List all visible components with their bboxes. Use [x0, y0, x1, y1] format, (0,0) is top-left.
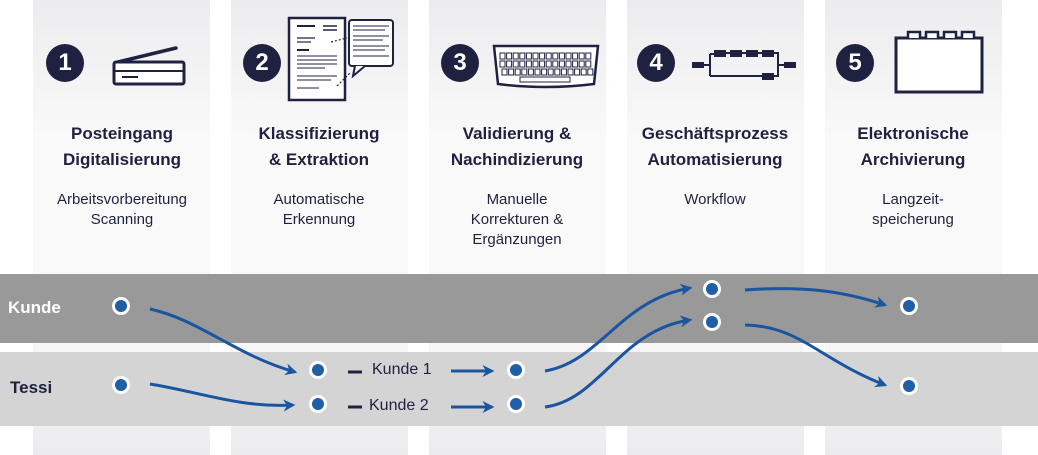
step-title-5: Elektronische Archivierung	[857, 124, 969, 169]
step-subtitle-4: Workflow	[684, 191, 746, 208]
step-subtitle-3: Manuelle Korrekturen & Ergänzungen	[470, 191, 564, 248]
node-step3-kunde2	[507, 395, 525, 413]
step-number-3: 3	[441, 44, 479, 82]
scanner-icon	[112, 46, 186, 86]
node-step2-kunde1	[309, 361, 327, 379]
archive-icon	[894, 30, 984, 94]
step-number-2: 2	[243, 44, 281, 82]
node-step2-kunde2	[309, 395, 327, 413]
node-kunde-start	[112, 297, 130, 315]
step-number-1: 1	[46, 44, 84, 82]
step-number-5: 5	[836, 44, 874, 82]
node-step4-top	[703, 280, 721, 298]
step-title-2: Klassifizierung & Extraktion	[258, 124, 380, 169]
document-icon	[287, 16, 394, 102]
step-title-3: Validierung & Nachindizierung	[450, 124, 584, 169]
lane-label-tessi: Tessi	[10, 378, 53, 397]
node-step5-kunde	[900, 297, 918, 315]
flow-label-kunde-2: Kunde 2	[369, 397, 429, 414]
step-subtitle-1: Arbeitsvorbereitung Scanning	[56, 191, 188, 228]
step-title-4: Geschäftsprozess Automatisierung	[641, 124, 789, 169]
flow-label-kunde-1: Kunde 1	[372, 361, 432, 378]
step-number-4: 4	[637, 44, 675, 82]
workflow-icon	[692, 50, 796, 80]
keyboard-icon	[492, 44, 600, 89]
step-title-1: Posteingang Digitalisierung	[62, 124, 182, 169]
step-subtitle-2: Automatische Erkennung	[273, 191, 365, 228]
lane-kunde	[0, 274, 1038, 343]
node-tessi-start	[112, 376, 130, 394]
node-step4-bottom	[703, 313, 721, 331]
node-step3-kunde1	[507, 361, 525, 379]
lane-label-kunde: Kunde	[8, 298, 61, 317]
step-subtitle-5: Langzeit- speicherung	[872, 191, 954, 228]
node-step5-tessi	[900, 377, 918, 395]
